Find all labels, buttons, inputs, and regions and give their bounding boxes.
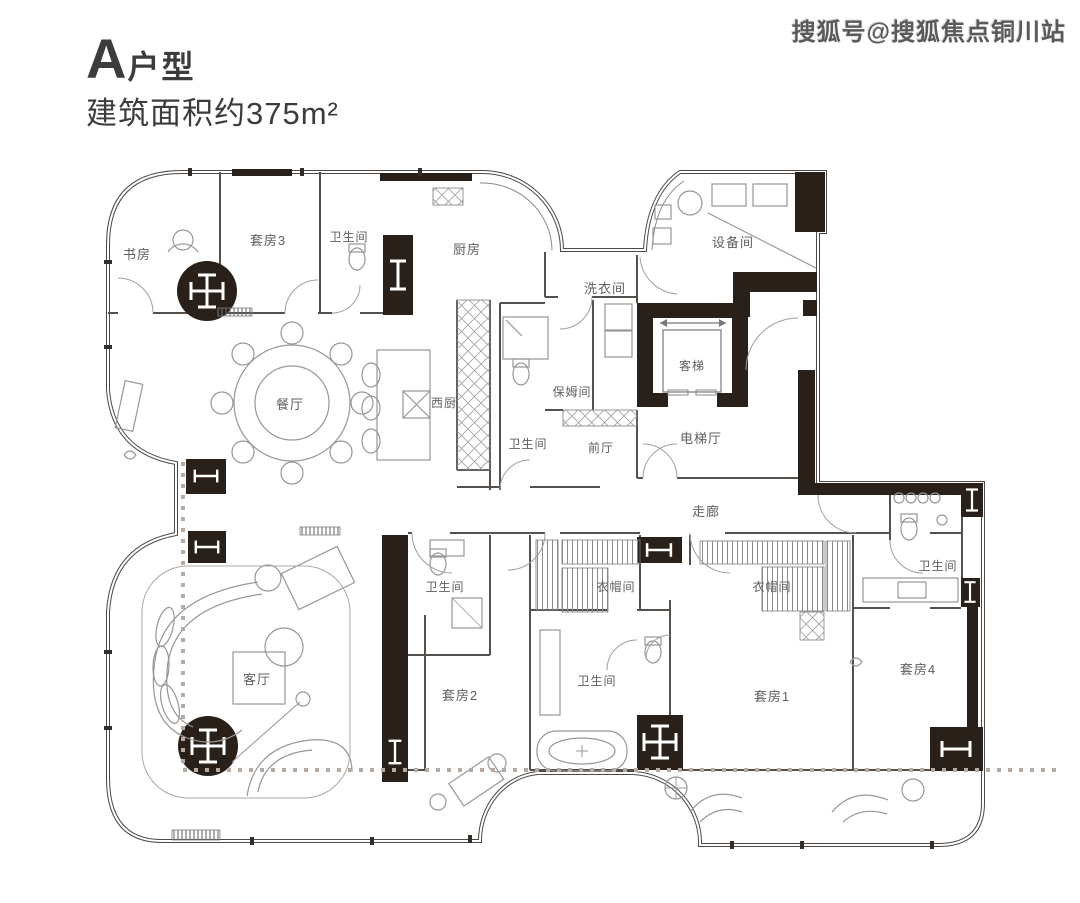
living-table bbox=[232, 627, 304, 705]
shower-suite4 bbox=[936, 514, 948, 526]
page-title: A户型 bbox=[86, 26, 195, 91]
toilet-middle bbox=[512, 358, 530, 386]
room-label-suite1: 套房1 bbox=[754, 689, 790, 704]
sofa bbox=[152, 545, 356, 797]
room-label-front-hall: 前厅 bbox=[588, 440, 614, 455]
cabinet-hatching bbox=[171, 187, 851, 841]
room-label-bath-suite3: 卫生间 bbox=[329, 230, 368, 244]
study-chair bbox=[167, 229, 199, 253]
furniture bbox=[114, 183, 959, 823]
room-label-elevator-hall: 电梯厅 bbox=[680, 431, 722, 446]
room-label-laundry: 洗衣间 bbox=[584, 281, 626, 296]
room-label-suite3: 套房3 bbox=[250, 233, 286, 248]
window-ticks bbox=[104, 168, 934, 849]
room-label-corridor: 走廊 bbox=[692, 504, 720, 519]
outer-walls bbox=[106, 169, 985, 847]
counter-suite4 bbox=[862, 577, 959, 603]
room-label-suite4: 套房4 bbox=[900, 662, 936, 677]
dotted-lines bbox=[181, 462, 1062, 772]
room-label-equipment: 设备间 bbox=[712, 235, 754, 250]
plant-icon bbox=[123, 450, 137, 460]
room-label-kitchen: 厨房 bbox=[453, 242, 481, 257]
sink-suite2 bbox=[429, 539, 465, 557]
interior-walls bbox=[108, 172, 963, 771]
watermark: 搜狐号@搜狐焦点铜川站 bbox=[791, 19, 1066, 46]
area-text: 建筑面积约375m² bbox=[86, 96, 339, 131]
plant-icon bbox=[849, 657, 863, 667]
basin-suite4 bbox=[897, 581, 927, 599]
elevator-car bbox=[660, 319, 726, 409]
toilet-suite4 bbox=[900, 513, 918, 541]
equipment-appliances bbox=[652, 183, 817, 269]
room-label-nanny: 保姆间 bbox=[552, 385, 591, 399]
balcony-furniture bbox=[114, 379, 925, 823]
toilet-wc bbox=[644, 636, 662, 664]
room-label-elevator-car: 客梯 bbox=[679, 358, 705, 373]
room-label-bath-master: 卫生间 bbox=[577, 674, 616, 688]
black-walls bbox=[177, 169, 983, 782]
plan-type-letter: A bbox=[86, 27, 128, 90]
room-label-living: 客厅 bbox=[243, 672, 271, 687]
room-label-study: 书房 bbox=[123, 247, 151, 262]
room-label-bath-middle: 卫生间 bbox=[508, 437, 547, 451]
room-label-bath-suite2: 卫生间 bbox=[425, 580, 464, 594]
room-label-closet-left: 衣帽间 bbox=[596, 579, 635, 594]
plan-type-suffix: 户型 bbox=[127, 49, 196, 85]
shower-suite2 bbox=[451, 597, 483, 629]
room-label-dining: 餐厅 bbox=[276, 397, 304, 412]
vanity-master bbox=[539, 629, 561, 716]
bathtub bbox=[536, 730, 628, 772]
room-labels: 书房 套房3 卫生间 厨房 设备间 洗衣间 客梯 保姆间 餐厅 西厨 卫生间 前… bbox=[123, 230, 957, 704]
door-arcs bbox=[117, 256, 924, 671]
kitchen-island bbox=[361, 349, 431, 461]
room-label-west-kitchen: 西厨 bbox=[431, 396, 457, 410]
room-label-suite2: 套房2 bbox=[442, 688, 478, 703]
dining-table bbox=[210, 321, 374, 485]
laundry-machines bbox=[604, 303, 633, 358]
nanny-bed bbox=[502, 316, 549, 360]
room-label-closet-right: 衣帽间 bbox=[752, 579, 791, 594]
room-label-bath-suite4: 卫生间 bbox=[918, 559, 957, 573]
toilet-suite3 bbox=[348, 243, 366, 271]
